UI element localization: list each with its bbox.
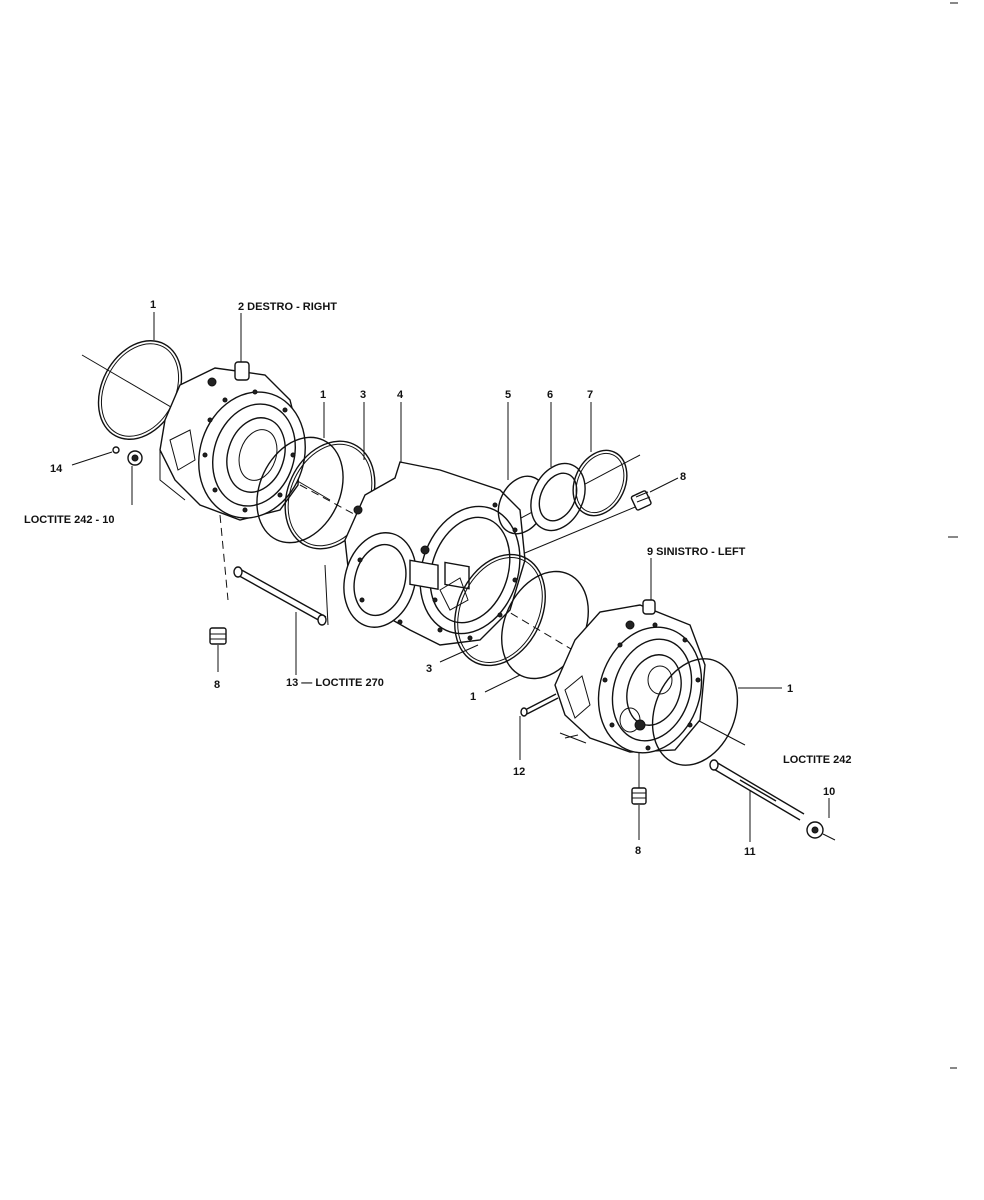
label-pin-13: 13 — LOCTITE 270: [286, 677, 384, 689]
nut-10-left: [127, 450, 143, 505]
label-right-housing: 2 DESTRO - RIGHT: [238, 301, 337, 313]
label-plug-8-bottom: 8: [635, 845, 641, 857]
shaft-11: [709, 759, 805, 842]
label-plug-8-left: 8: [214, 679, 220, 691]
o-ring-3-bottom: [439, 553, 546, 667]
label-center-body: 4: [397, 389, 404, 401]
pin-13: [233, 566, 327, 675]
assembly-arrow: [559, 732, 587, 744]
o-ring-1-right: [651, 658, 782, 766]
pin-12: [519, 693, 559, 760]
label-ring-1-bottom: 1: [470, 691, 476, 703]
label-loctite-right: LOCTITE 242: [783, 754, 851, 766]
label-shaft-11: 11: [744, 846, 756, 858]
left-housing-9: [554, 599, 706, 754]
label-ring-5: 5: [505, 389, 511, 401]
plate-6: [530, 462, 586, 532]
label-loctite-left: LOCTITE 242 - 10: [24, 514, 114, 526]
label-ring-3-bottom: 3: [426, 663, 432, 675]
part-labels: 1 2 DESTRO - RIGHT 1 3 4 5 6 7 8 9 SINIS…: [24, 299, 851, 858]
label-plate-6: 6: [547, 389, 553, 401]
plug-8-left: [209, 627, 227, 672]
label-ring-7: 7: [587, 389, 593, 401]
o-ring-7: [572, 449, 628, 517]
label-ring-1-top-mid: 1: [320, 389, 326, 401]
label-plug-8-top-right: 8: [680, 471, 686, 483]
o-ring-1-top-mid: [256, 436, 344, 544]
label-nut-10: 10: [823, 786, 835, 798]
plug-8-top-right: [630, 477, 679, 511]
scan-edge-marks: [948, 2, 958, 1069]
nut-10-right: [806, 798, 836, 841]
label-ring-3-top: 3: [360, 389, 366, 401]
right-housing-2: [159, 361, 306, 521]
label-left-housing: 9 SINISTRO - LEFT: [647, 546, 746, 558]
plug-8-bottom: [631, 752, 647, 840]
label-leaders: [153, 312, 652, 600]
label-pin-12: 12: [513, 766, 525, 778]
label-ring-1-top-left: 1: [150, 299, 156, 311]
screw-14: [71, 446, 120, 466]
label-part-14: 14: [50, 463, 63, 475]
label-ring-1-right: 1: [787, 683, 793, 695]
center-body-4: [343, 461, 526, 646]
